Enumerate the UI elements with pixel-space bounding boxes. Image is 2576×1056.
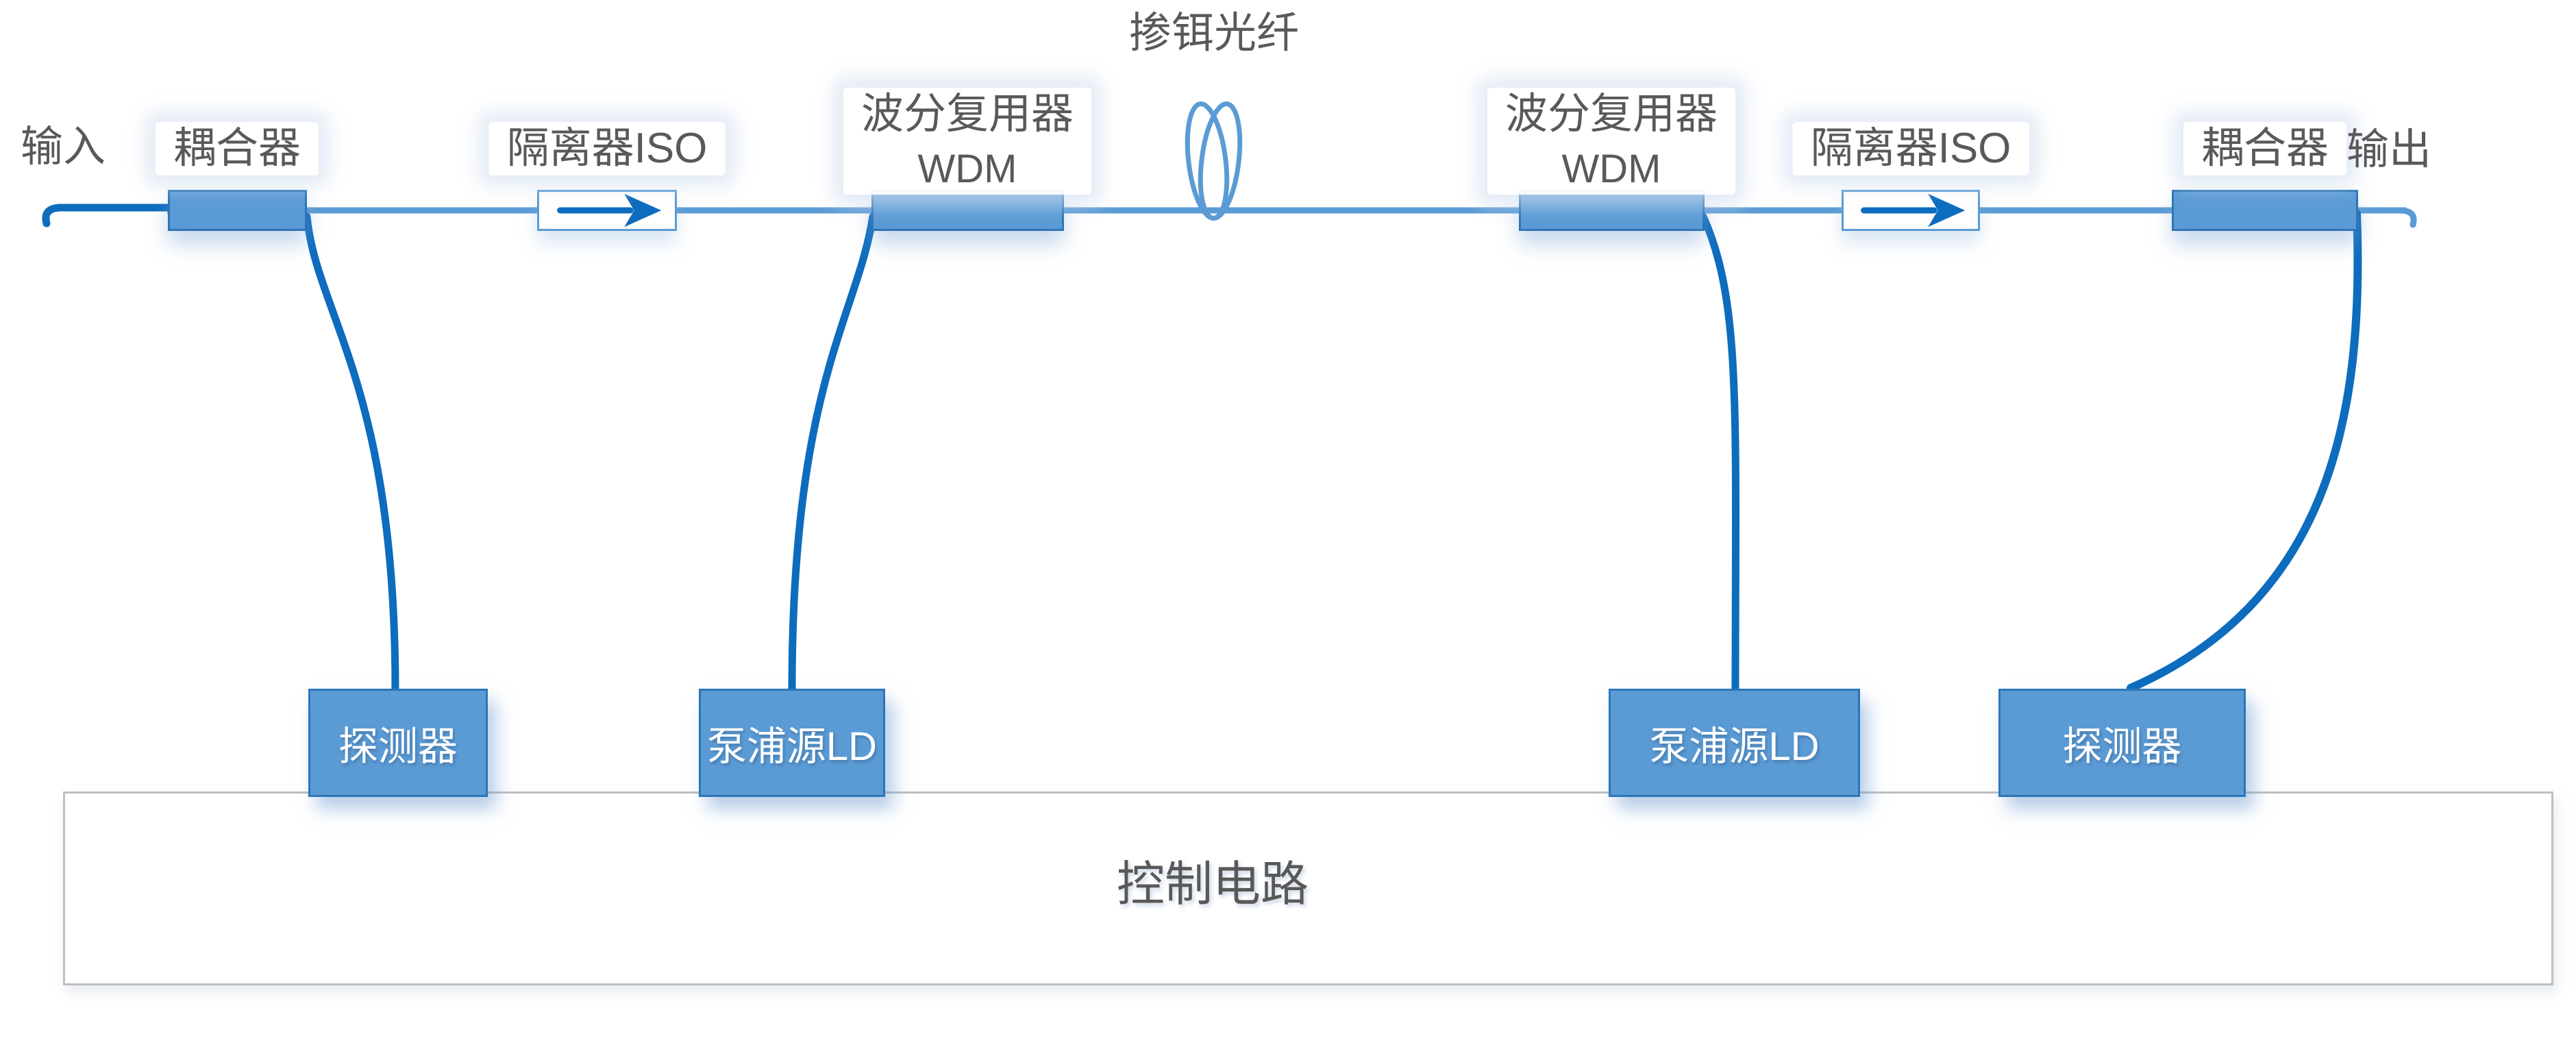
fiber-line-end-hook xyxy=(2394,207,2417,228)
detector-left-box: 探测器 xyxy=(308,689,488,797)
wdm-right-label-line2: WDM xyxy=(1561,147,1661,191)
isolator-right-box xyxy=(1842,190,1980,231)
coupler-right-label: 耦合器 xyxy=(2183,122,2347,175)
edf-label: 掺铒光纤 xyxy=(1128,10,1300,57)
wdm-right-box xyxy=(1519,190,1705,231)
input-label: 输入 xyxy=(20,123,106,171)
wdm-left-label: 波分复用器 WDM xyxy=(843,88,1092,195)
input-fiber-segment xyxy=(42,204,177,228)
isolator-left-label: 隔离器ISO xyxy=(488,122,726,175)
coupler-left-label: 耦合器 xyxy=(155,122,319,175)
wdm-left-box xyxy=(871,190,1064,231)
tap-curve-right-detector xyxy=(2127,210,2362,692)
isolator-arrow-icon xyxy=(557,193,662,228)
output-label: 输出 xyxy=(2346,126,2432,173)
wdm-right-label: 波分复用器 WDM xyxy=(1487,88,1736,195)
tap-curve-left-detector xyxy=(303,212,399,695)
pump-ld-left-box: 泵浦源LD xyxy=(699,689,885,797)
coupler-left-box xyxy=(168,190,307,231)
detector-right-box: 探测器 xyxy=(1998,689,2246,797)
control-circuit-label: 控制电路 xyxy=(1117,857,1309,911)
isolator-left-box xyxy=(537,190,677,231)
pump-curve-left xyxy=(788,212,877,695)
wdm-left-label-line2: WDM xyxy=(917,147,1017,191)
fiber-coil-icon xyxy=(1185,101,1243,221)
wdm-left-label-line1: 波分复用器 xyxy=(860,90,1074,138)
control-circuit-box xyxy=(63,791,2553,985)
coupler-right-box xyxy=(2172,190,2358,231)
isolator-arrow-icon xyxy=(1861,193,1966,228)
wdm-right-label-line1: 波分复用器 xyxy=(1504,90,1718,138)
isolator-right-label: 隔离器ISO xyxy=(1792,122,2029,175)
pump-ld-right-box: 泵浦源LD xyxy=(1609,689,1860,797)
pump-curve-right xyxy=(1699,212,1740,693)
